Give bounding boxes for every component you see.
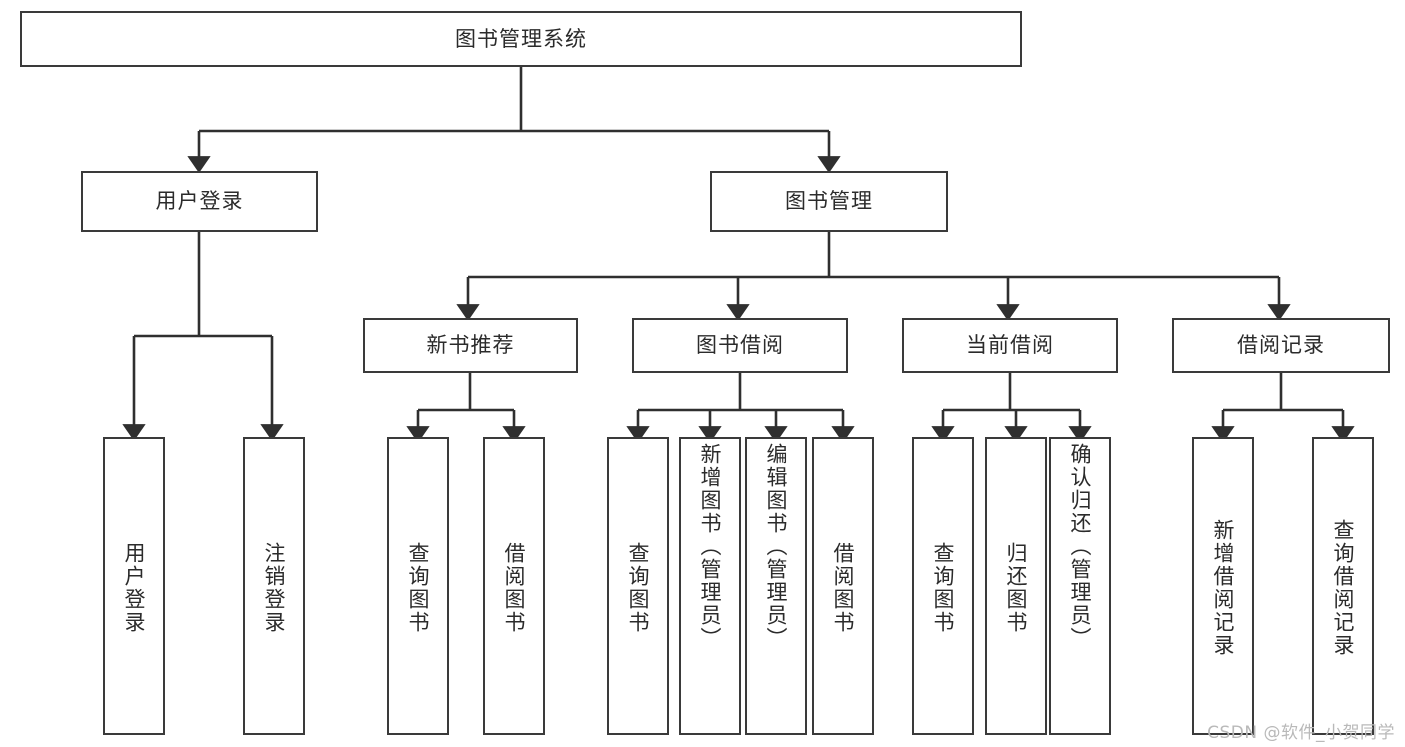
node-borrow-record[interactable]: 借阅记录 — [1172, 318, 1390, 373]
node-leaf-borrow-book-2-label: 借阅图书 — [831, 542, 856, 634]
node-leaf-confirm-return-admin-label: 确认归还（管理员） — [1068, 443, 1093, 650]
node-book-manage[interactable]: 图书管理 — [710, 171, 948, 232]
node-book-borrow-label: 图书借阅 — [696, 333, 784, 358]
node-current-borrow[interactable]: 当前借阅 — [902, 318, 1118, 373]
node-leaf-borrow-book-2[interactable]: 借阅图书 — [812, 437, 874, 735]
node-leaf-query-book-2-label: 查询图书 — [626, 542, 651, 634]
node-leaf-return-book-label: 归还图书 — [1004, 542, 1029, 634]
node-book-borrow[interactable]: 图书借阅 — [632, 318, 848, 373]
node-leaf-edit-book-admin[interactable]: 编辑图书（管理员） — [745, 437, 807, 735]
node-leaf-add-book-admin-label: 新增图书（管理员） — [698, 443, 723, 650]
node-leaf-user-login[interactable]: 用户登录 — [103, 437, 165, 735]
node-leaf-query-book-1[interactable]: 查询图书 — [387, 437, 449, 735]
node-leaf-confirm-return-admin[interactable]: 确认归还（管理员） — [1049, 437, 1111, 735]
node-root-label: 图书管理系统 — [455, 26, 587, 51]
node-leaf-borrow-book-1[interactable]: 借阅图书 — [483, 437, 545, 735]
node-leaf-user-logout[interactable]: 注销登录 — [243, 437, 305, 735]
node-new-book-recommend-label: 新书推荐 — [426, 333, 515, 358]
node-book-manage-label: 图书管理 — [785, 189, 873, 214]
node-leaf-query-borrow-record[interactable]: 查询借阅记录 — [1312, 437, 1374, 735]
node-leaf-query-book-2[interactable]: 查询图书 — [607, 437, 669, 735]
node-leaf-edit-book-admin-label: 编辑图书（管理员） — [764, 443, 789, 650]
node-leaf-add-book-admin[interactable]: 新增图书（管理员） — [679, 437, 741, 735]
node-user-login-label: 用户登录 — [155, 189, 244, 214]
node-leaf-add-borrow-record[interactable]: 新增借阅记录 — [1192, 437, 1254, 735]
node-leaf-query-book-1-label: 查询图书 — [406, 542, 431, 634]
node-current-borrow-label: 当前借阅 — [966, 333, 1054, 358]
node-leaf-query-borrow-record-label: 查询借阅记录 — [1331, 519, 1356, 657]
watermark-text: CSDN @软件_小贺同学 — [1207, 723, 1395, 743]
node-root[interactable]: 图书管理系统 — [20, 11, 1022, 67]
node-leaf-user-logout-label: 注销登录 — [262, 542, 287, 634]
node-leaf-add-borrow-record-label: 新增借阅记录 — [1211, 519, 1236, 657]
node-leaf-return-book[interactable]: 归还图书 — [985, 437, 1047, 735]
node-leaf-user-login-label: 用户登录 — [122, 542, 147, 634]
node-leaf-borrow-book-1-label: 借阅图书 — [502, 542, 527, 634]
node-borrow-record-label: 借阅记录 — [1237, 333, 1325, 358]
node-leaf-query-book-3[interactable]: 查询图书 — [912, 437, 974, 735]
node-new-book-recommend[interactable]: 新书推荐 — [363, 318, 578, 373]
node-leaf-query-book-3-label: 查询图书 — [931, 542, 956, 634]
node-user-login[interactable]: 用户登录 — [81, 171, 318, 232]
